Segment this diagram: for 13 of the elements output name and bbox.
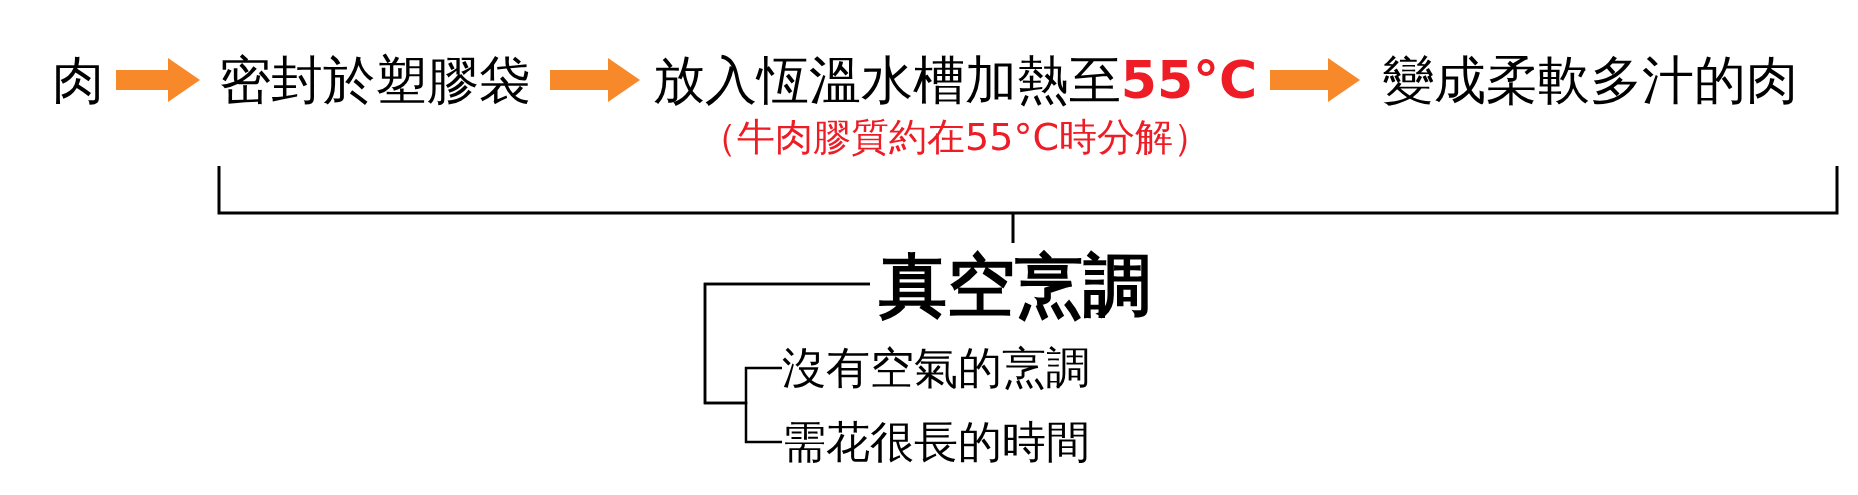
step-label: 放入恆溫水槽加熱至 [652, 54, 1121, 106]
step-label: 需花很長的時間 [782, 420, 1090, 464]
note: （牛肉膠質約在55°C時分解） [698, 118, 1212, 156]
step-label: 真空烹調 [879, 252, 1151, 320]
step-label: 密封於塑膠袋 [219, 54, 531, 106]
temperature-value: 55°C [1120, 54, 1258, 106]
block-arrow [550, 58, 640, 102]
block-arrow [1270, 58, 1360, 102]
step-label: 肉 [52, 54, 104, 106]
step-label: 沒有空氣的烹調 [782, 346, 1090, 390]
block-arrow [116, 58, 200, 102]
tree-line [703, 282, 870, 444]
step-label: 變成柔軟多汁的肉 [1382, 54, 1798, 106]
